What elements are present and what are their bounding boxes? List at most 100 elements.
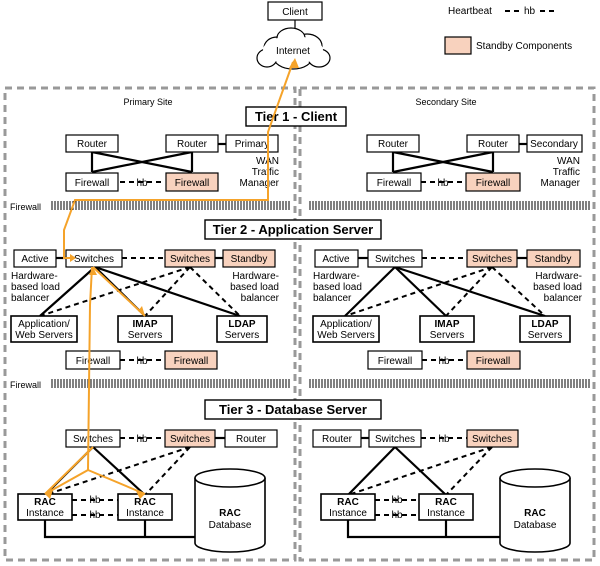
- internet-label: Internet: [276, 46, 310, 57]
- primary-firewall-t2-standby: Firewall: [164, 350, 218, 370]
- primary-switches-t3: Switches: [65, 429, 121, 448]
- svg-text:Switches: Switches: [73, 434, 113, 445]
- svg-text:Servers: Servers: [528, 330, 562, 341]
- primary-firewall-t1-active: Firewall: [65, 172, 119, 192]
- primary-t2-hb: hb: [136, 356, 148, 367]
- svg-text:RAC: RAC: [219, 508, 241, 519]
- primary-hlb-label-left: Hardware- based load balancer: [11, 271, 60, 304]
- secondary-firewall-t2-standby: Firewall: [466, 350, 521, 370]
- primary-router-t3: Router: [224, 429, 278, 448]
- primary-rac-instance-1: RAC Instance: [17, 493, 73, 521]
- svg-text:Manager: Manager: [240, 178, 280, 189]
- primary-router-2: Router: [165, 134, 219, 153]
- tier2-title: Tier 2 - Application Server: [204, 219, 382, 240]
- svg-text:Standby: Standby: [231, 254, 268, 265]
- secondary-imap-servers: IMAP Servers: [419, 315, 475, 343]
- svg-text:Standby: Standby: [535, 254, 572, 265]
- svg-text:Application/: Application/: [18, 319, 70, 330]
- secondary-site-border: [298, 86, 596, 562]
- svg-text:Firewall: Firewall: [75, 178, 109, 189]
- secondary-switches-standby: Switches: [466, 249, 518, 268]
- svg-text:Servers: Servers: [225, 330, 259, 341]
- svg-text:balancer: balancer: [241, 293, 280, 304]
- secondary-router-1: Router: [366, 134, 420, 153]
- primary-wan-manager: Primary: [225, 134, 279, 153]
- svg-text:LDAP: LDAP: [228, 319, 256, 330]
- svg-text:based load: based load: [533, 282, 582, 293]
- svg-text:Router: Router: [378, 139, 409, 150]
- secondary-active-lb: Active: [314, 249, 359, 268]
- secondary-rac-instance-2: RAC Instance: [418, 493, 474, 521]
- secondary-rac-instance-1: RAC Instance: [320, 493, 376, 521]
- svg-text:Hardware-: Hardware-: [313, 271, 360, 282]
- svg-text:Web Servers: Web Servers: [317, 330, 375, 341]
- client-label: Client: [282, 7, 308, 18]
- svg-text:based load: based load: [11, 282, 60, 293]
- svg-text:balancer: balancer: [544, 293, 583, 304]
- primary-rac-hb-1: hb: [89, 495, 101, 506]
- firewall-wall-upper: [51, 201, 590, 210]
- svg-text:Firewall: Firewall: [476, 178, 510, 189]
- client-node: Client: [267, 1, 323, 21]
- svg-text:Tier 3 - Database Server: Tier 3 - Database Server: [219, 402, 367, 417]
- svg-text:Application/: Application/: [320, 319, 372, 330]
- svg-text:Hardware-: Hardware-: [232, 271, 279, 282]
- svg-text:Switches: Switches: [170, 254, 210, 265]
- secondary-t1-hb: hb: [437, 178, 449, 189]
- primary-t1-hb: hb: [136, 178, 148, 189]
- request-path: [44, 58, 299, 499]
- secondary-router-t3: Router: [312, 429, 362, 448]
- secondary-switches-active: Switches: [367, 249, 423, 268]
- svg-text:Secondary: Secondary: [530, 139, 578, 150]
- svg-text:WAN: WAN: [557, 156, 580, 167]
- legend-hb-label: hb: [524, 6, 536, 17]
- svg-text:Switches: Switches: [375, 254, 415, 265]
- primary-switches-t3-standby: Switches: [164, 429, 216, 448]
- secondary-firewall-t1-active: Firewall: [366, 172, 422, 192]
- svg-text:balancer: balancer: [313, 293, 352, 304]
- svg-text:Switches: Switches: [472, 254, 512, 265]
- secondary-rac-hb-1: hb: [391, 495, 403, 506]
- primary-switches-standby: Switches: [164, 249, 216, 268]
- secondary-switches-t3-standby: Switches: [466, 429, 519, 448]
- primary-firewall-t2-active: Firewall: [65, 350, 121, 370]
- tier3-title: Tier 3 - Database Server: [204, 399, 382, 420]
- primary-t3-hb: hb: [136, 434, 148, 445]
- primary-hlb-label-right: Hardware- based load balancer: [230, 271, 280, 304]
- svg-text:RAC: RAC: [524, 508, 546, 519]
- primary-rac-hb-2: hb: [89, 510, 101, 521]
- svg-text:IMAP: IMAP: [133, 319, 158, 330]
- svg-text:Database: Database: [209, 520, 252, 531]
- svg-text:Hardware-: Hardware-: [535, 271, 582, 282]
- svg-text:Router: Router: [177, 139, 208, 150]
- secondary-hlb-label-right: Hardware- based load balancer: [533, 271, 583, 304]
- svg-text:Firewall: Firewall: [175, 178, 209, 189]
- svg-text:Hardware-: Hardware-: [11, 271, 58, 282]
- svg-text:Firewall: Firewall: [476, 356, 510, 367]
- primary-router-1: Router: [65, 134, 119, 153]
- primary-site-border: [3, 86, 297, 562]
- svg-text:Traffic: Traffic: [252, 167, 279, 178]
- svg-text:Servers: Servers: [128, 330, 162, 341]
- svg-text:Instance: Instance: [126, 508, 164, 519]
- svg-text:Firewall: Firewall: [76, 356, 110, 367]
- svg-text:Router: Router: [236, 434, 267, 445]
- firewall-wall-lower-label: Firewall: [10, 380, 41, 390]
- svg-text:Manager: Manager: [541, 178, 581, 189]
- primary-wan-label: WAN Traffic Manager: [240, 156, 280, 189]
- secondary-firewall-t2-active: Firewall: [367, 350, 423, 370]
- svg-text:LDAP: LDAP: [531, 319, 559, 330]
- svg-text:Router: Router: [478, 139, 509, 150]
- primary-app-web-servers: Application/ Web Servers: [10, 315, 78, 343]
- primary-active-lb: Active: [13, 249, 57, 268]
- svg-text:Database: Database: [514, 520, 557, 531]
- firewall-wall-upper-label: Firewall: [10, 202, 41, 212]
- secondary-switches-t3: Switches: [368, 429, 422, 448]
- primary-firewall-t1-standby: Firewall: [165, 172, 219, 192]
- svg-text:Switches: Switches: [472, 434, 512, 445]
- secondary-hlb-label-left: Hardware- based load balancer: [313, 271, 362, 304]
- svg-text:Active: Active: [322, 254, 350, 265]
- svg-text:Switches: Switches: [375, 434, 415, 445]
- svg-text:Firewall: Firewall: [174, 356, 208, 367]
- secondary-t3-hb: hb: [438, 434, 450, 445]
